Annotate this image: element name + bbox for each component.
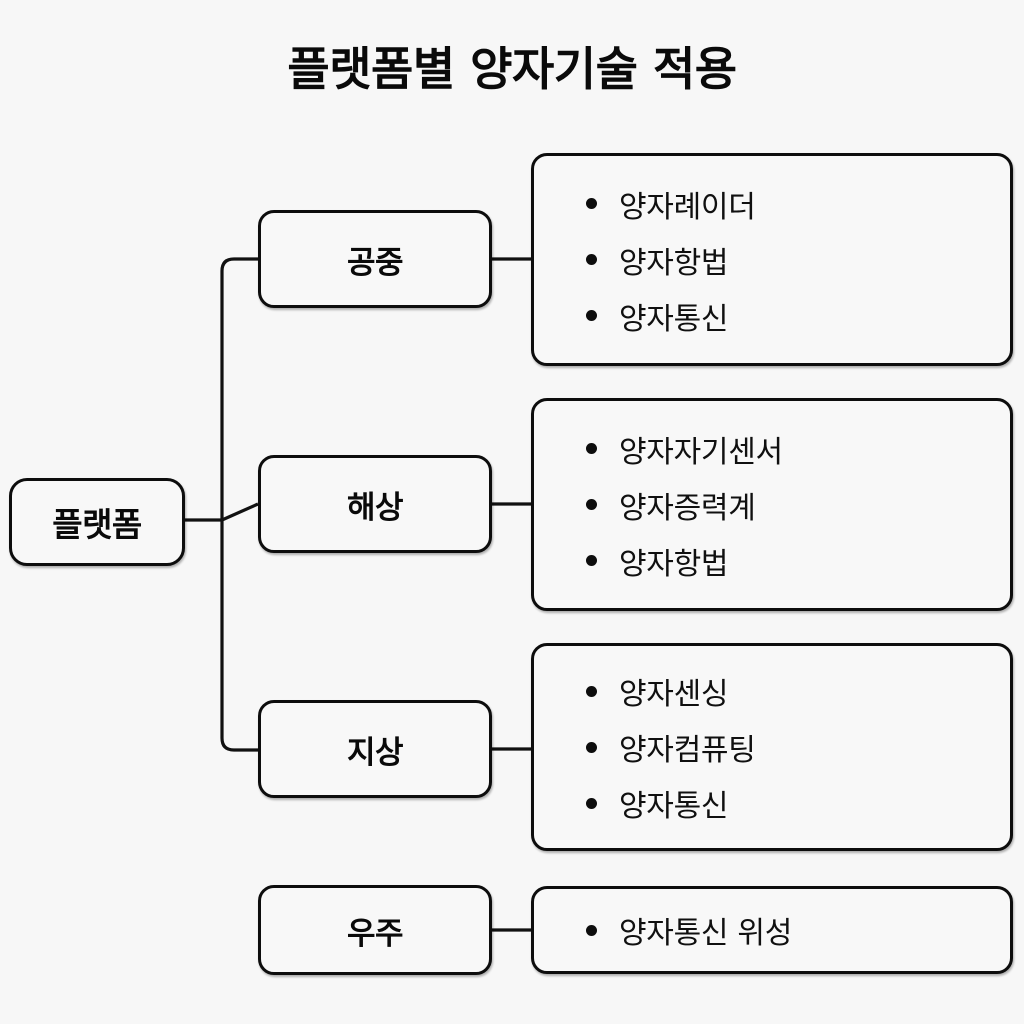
list-item-label: 양자항법 bbox=[619, 245, 729, 281]
list-item-label: 양자증력계 bbox=[619, 490, 756, 526]
list-item-label: 양자자기센서 bbox=[619, 434, 783, 470]
category-node-ground[interactable]: 지상 bbox=[258, 700, 492, 798]
detail-box-maritime: 양자자기센서 양자증력계 양자항법 bbox=[531, 398, 1013, 611]
category-node-label: 우주 bbox=[346, 915, 404, 952]
bullet-icon bbox=[586, 499, 597, 510]
detail-box-air: 양자례이더 양자항법 양자통신 bbox=[531, 153, 1013, 366]
category-node-air[interactable]: 공중 bbox=[258, 210, 492, 308]
list-item-label: 양자례이더 bbox=[619, 189, 756, 225]
bullet-icon bbox=[586, 797, 597, 809]
list-item: 양자항법 bbox=[586, 232, 1010, 288]
list-item: 양자례이더 bbox=[586, 176, 1010, 232]
detail-box-space: 양자통신 위성 bbox=[531, 886, 1013, 974]
connector-trunk-to-category-0 bbox=[220, 257, 258, 272]
bullet-icon bbox=[586, 924, 597, 936]
category-node-label: 해상 bbox=[346, 489, 404, 526]
list-item-label: 양자항법 bbox=[619, 546, 729, 582]
list-item: 양자증력계 bbox=[586, 477, 1010, 533]
list-item-label: 양자컴퓨팅 bbox=[619, 733, 756, 768]
list-item: 양자통신 위성 bbox=[586, 908, 1010, 952]
root-node-platform[interactable]: 플랫폼 bbox=[9, 478, 185, 566]
category-node-maritime[interactable]: 해상 bbox=[258, 455, 492, 553]
category-node-label: 지상 bbox=[346, 734, 404, 771]
bullet-icon bbox=[586, 310, 597, 321]
list-item-label: 양자통신 위성 bbox=[619, 916, 793, 951]
bullet-icon bbox=[586, 741, 597, 753]
detail-list: 양자자기센서 양자증력계 양자항법 bbox=[534, 421, 1010, 589]
list-item: 양자항법 bbox=[586, 533, 1010, 589]
detail-list: 양자센싱 양자컴퓨팅 양자통신 bbox=[534, 663, 1010, 831]
list-item: 양자자기센서 bbox=[586, 421, 1010, 477]
root-node-label: 플랫폼 bbox=[52, 505, 142, 544]
list-item-label: 양자통신 bbox=[619, 789, 729, 824]
list-item: 양자통신 bbox=[586, 288, 1010, 344]
bullet-icon bbox=[586, 254, 597, 265]
bullet-icon bbox=[586, 555, 597, 566]
connector-trunk-to-category-1 bbox=[221, 502, 259, 522]
list-item: 양자통신 bbox=[586, 775, 1010, 831]
bullet-icon bbox=[586, 685, 597, 697]
list-item: 양자컴퓨팅 bbox=[586, 719, 1010, 775]
category-node-label: 공중 bbox=[346, 244, 404, 281]
page-title: 플랫폼별 양자기술 적용 bbox=[287, 42, 737, 96]
connector-trunk-to-category-2 bbox=[220, 737, 258, 752]
list-item: 양자센싱 bbox=[586, 663, 1010, 719]
detail-list: 양자례이더 양자항법 양자통신 bbox=[534, 176, 1010, 344]
bullet-icon bbox=[586, 443, 597, 454]
list-item-label: 양자센싱 bbox=[619, 677, 729, 712]
detail-list: 양자통신 위성 bbox=[534, 908, 1010, 952]
bullet-icon bbox=[586, 198, 597, 209]
category-node-space[interactable]: 우주 bbox=[258, 885, 492, 975]
detail-box-ground: 양자센싱 양자컴퓨팅 양자통신 bbox=[531, 643, 1013, 851]
list-item-label: 양자통신 bbox=[619, 301, 729, 337]
